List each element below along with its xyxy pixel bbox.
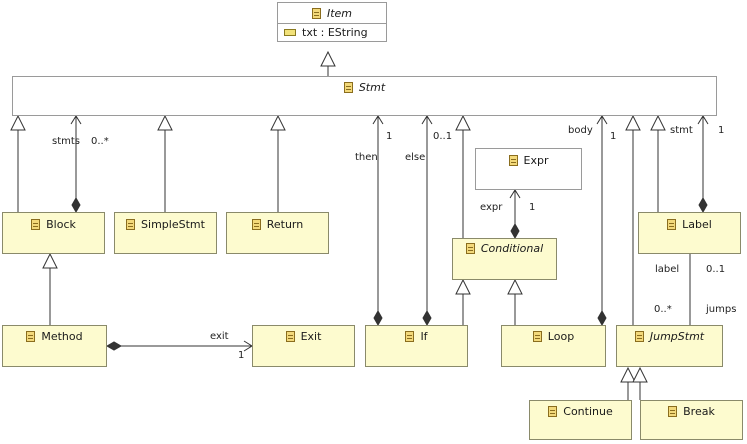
class-icon: [465, 242, 475, 254]
class-icon: [126, 218, 136, 230]
class-if[interactable]: If: [365, 325, 468, 367]
class-icon: [285, 330, 295, 342]
generalization-arrowhead: [270, 114, 286, 131]
class-name: Item: [326, 6, 353, 20]
label-then-mult: 1: [386, 131, 393, 142]
class-expr[interactable]: Expr: [475, 148, 582, 190]
class-icon: [405, 330, 415, 342]
generalization-arrowhead: [320, 50, 336, 67]
class-icon: [31, 218, 41, 230]
composition-diamond: [510, 222, 520, 240]
label-stmt-mult: 1: [718, 125, 725, 136]
class-icon: [311, 7, 321, 19]
class-name: Stmt: [358, 80, 386, 94]
generalization-arrowhead: [455, 114, 471, 131]
class-simplestmt[interactable]: SimpleStmt: [114, 212, 217, 254]
class-icon: [668, 405, 678, 417]
label-stmts: stmts: [52, 136, 81, 147]
class-icon: [343, 81, 353, 93]
association-arrow: [697, 115, 709, 125]
composition-diamond: [597, 309, 607, 327]
class-name: Exit: [300, 329, 322, 343]
label-jumps-mult: 0..*: [654, 304, 672, 315]
class-name: Method: [41, 329, 83, 343]
association-arrow: [372, 115, 384, 125]
class-name: Break: [683, 404, 715, 418]
class-label[interactable]: Label: [638, 212, 741, 254]
class-icon: [532, 330, 542, 342]
label-then: then: [355, 152, 378, 163]
association-arrow: [509, 189, 521, 199]
class-name: Return: [266, 217, 304, 231]
generalization-arrowhead: [455, 278, 471, 295]
label-expr: expr: [480, 202, 503, 213]
label-else-mult: 0..1: [433, 131, 453, 142]
class-name: SimpleStmt: [141, 217, 205, 231]
class-conditional[interactable]: Conditional: [452, 238, 557, 280]
label-exit: exit: [210, 331, 229, 342]
class-icon: [508, 154, 518, 166]
label-label: label: [655, 264, 680, 275]
generalization-arrowhead: [507, 278, 523, 295]
label-expr-mult: 1: [529, 202, 536, 213]
composition-diamond: [105, 341, 123, 351]
class-break[interactable]: Break: [640, 400, 743, 440]
class-return[interactable]: Return: [226, 212, 329, 254]
composition-diamond: [698, 196, 708, 214]
class-stmt[interactable]: Stmt: [12, 76, 717, 116]
generalization-arrowhead: [650, 114, 666, 131]
label-exit-mult: 1: [238, 350, 245, 361]
class-name: Expr: [523, 153, 549, 167]
association-arrow: [70, 115, 82, 125]
label-else: else: [405, 152, 426, 163]
label-label-mult: 0..1: [706, 264, 726, 275]
class-name: Label: [682, 217, 712, 231]
class-loop[interactable]: Loop: [501, 325, 606, 367]
class-icon: [667, 218, 677, 230]
class-block[interactable]: Block: [2, 212, 105, 254]
generalization-arrowhead: [42, 252, 58, 269]
association-arrow: [596, 115, 608, 125]
composition-diamond: [71, 196, 81, 214]
class-exit[interactable]: Exit: [252, 325, 355, 367]
class-icon: [548, 405, 558, 417]
generalization-arrowhead: [10, 114, 26, 131]
class-method[interactable]: Method: [2, 325, 107, 367]
class-icon: [251, 218, 261, 230]
class-name: Block: [46, 217, 76, 231]
class-continue[interactable]: Continue: [529, 400, 632, 440]
class-name: Continue: [563, 404, 613, 418]
class-icon: [634, 330, 644, 342]
label-body: body: [568, 125, 593, 136]
class-item[interactable]: Item txt : EString: [277, 2, 387, 42]
class-name: Conditional: [480, 241, 544, 255]
label-stmt: stmt: [670, 125, 693, 136]
class-name: Loop: [547, 329, 575, 343]
generalization-arrowhead: [625, 114, 641, 131]
attribute-txt: txt : EString: [302, 26, 368, 39]
generalization-arrowhead: [157, 114, 173, 131]
class-icon: [26, 330, 36, 342]
association-arrow: [421, 115, 433, 125]
label-jumps: jumps: [706, 304, 737, 315]
attribute-icon: [284, 29, 296, 36]
composition-diamond: [373, 309, 383, 327]
class-name: JumpStmt: [649, 329, 705, 343]
class-jumpstmt[interactable]: JumpStmt: [616, 325, 723, 367]
generalization-arrowhead: [620, 366, 636, 383]
generalization-arrowhead: [632, 366, 648, 383]
label-body-mult: 1: [610, 131, 617, 142]
class-name: If: [420, 329, 428, 343]
composition-diamond: [422, 309, 432, 327]
label-stmts-mult: 0..*: [91, 136, 109, 147]
